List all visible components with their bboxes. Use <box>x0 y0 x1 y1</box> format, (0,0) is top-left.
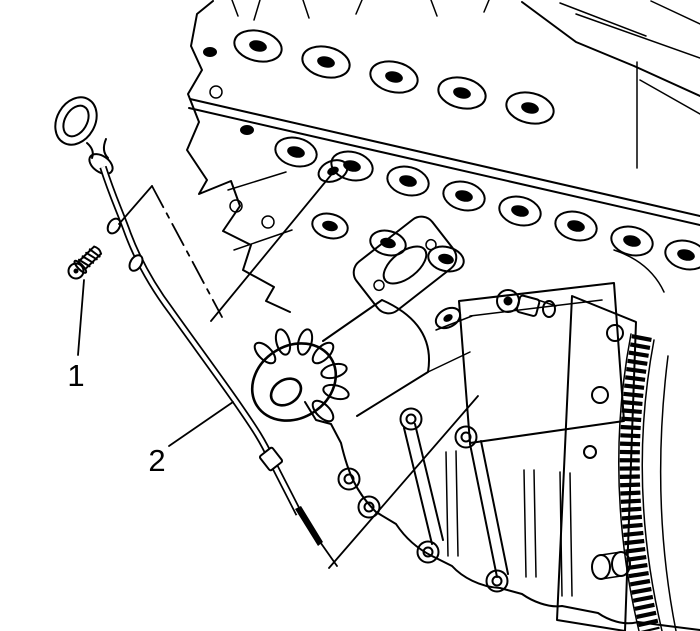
head-front-details <box>203 47 293 251</box>
tube-mounting-bolt <box>67 245 103 280</box>
oil-pan-rail <box>304 401 700 631</box>
engine-left-contour <box>186 0 291 313</box>
callout-1: 1 <box>67 279 85 393</box>
oil-pan-bolt-bosses <box>337 407 509 593</box>
engine-top-right-contour <box>521 1 700 97</box>
exhaust-flange <box>352 215 458 315</box>
dipstick-neck <box>86 138 109 159</box>
tube-bracket-tab-lower <box>128 254 144 272</box>
ignition-coil-bosses <box>233 29 555 125</box>
flywheel-ring-gear <box>618 333 677 631</box>
lower-alignment-line <box>317 395 479 569</box>
callout-2-leader-line <box>168 401 234 447</box>
tube-mount-hole <box>317 159 349 183</box>
filter-cap-ribs <box>253 328 350 423</box>
engine-assembly-illustration <box>186 0 700 631</box>
oil-pressure-sensor <box>496 289 557 318</box>
oil-level-indicator <box>54 96 323 546</box>
valve-cover-parting-line <box>188 98 700 226</box>
callout-1-leader-line <box>77 279 85 356</box>
callout-2: 2 <box>148 401 234 478</box>
block-ribs <box>403 423 573 597</box>
tube-bracket-tab-upper <box>106 217 122 235</box>
tube-sleeve <box>258 446 284 472</box>
dipstick-collar <box>88 153 114 175</box>
background-component-lines <box>559 0 700 169</box>
block-side-panel <box>458 282 625 444</box>
top-edge-details <box>231 0 490 21</box>
upper-alignment-line <box>118 174 332 322</box>
callout-1-label: 1 <box>67 358 84 393</box>
dipstick-tip <box>295 506 323 546</box>
bellhousing-plate <box>556 249 665 631</box>
callout-2-label: 2 <box>148 443 165 478</box>
oil-filter-cap <box>250 299 473 423</box>
cylinder-head-lugs <box>274 136 700 273</box>
dipstick-handle-ring <box>54 96 98 146</box>
